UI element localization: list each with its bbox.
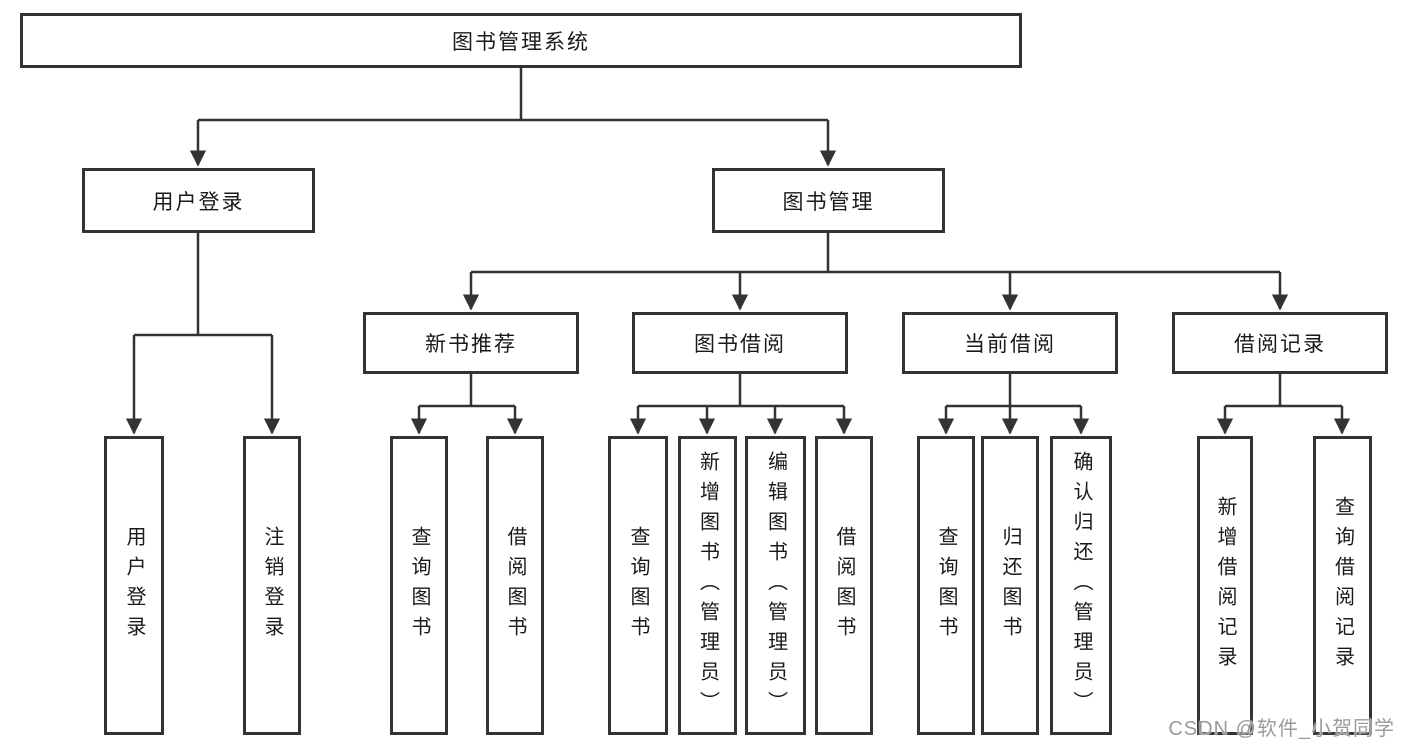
edge-new-books-bar xyxy=(419,374,515,408)
node-current-borrowing: 当前借阅 xyxy=(902,312,1118,374)
leaf-jl-add-borrow-record: 新增借阅记录 xyxy=(1197,436,1253,735)
leaf-ns-borrow-books: 借阅图书 xyxy=(486,436,544,735)
leaf-jy-query-books: 查询图书 xyxy=(608,436,668,735)
leaf-user-login: 用户登录 xyxy=(104,436,164,735)
leaf-label: 查询借阅记录 xyxy=(1331,495,1354,676)
leaf-dq-query-books: 查询图书 xyxy=(917,436,975,735)
csdn-watermark: CSDN @软件_小贺同学 xyxy=(1168,718,1395,740)
leaf-label: 编辑图书（管理员） xyxy=(764,450,787,721)
edge-current-borrow-bar xyxy=(946,374,1081,408)
leaf-jy-edit-books-admin: 编辑图书（管理员） xyxy=(745,436,806,735)
leaf-label: 查询图书 xyxy=(408,525,430,646)
edge-borrow-records-bar xyxy=(1225,374,1342,408)
leaf-jy-add-books-admin: 新增图书（管理员） xyxy=(678,436,737,735)
node-borrowing-records: 借阅记录 xyxy=(1172,312,1388,374)
leaf-label: 新增图书（管理员） xyxy=(696,450,719,721)
leaf-jy-borrow-books: 借阅图书 xyxy=(815,436,873,735)
node-new-book-recommend: 新书推荐 xyxy=(363,312,579,374)
leaf-label: 新增借阅记录 xyxy=(1214,495,1236,676)
node-root-system: 图书管理系统 xyxy=(20,13,1022,68)
leaf-label: 查询图书 xyxy=(935,525,957,646)
leaf-label: 确认归还（管理员） xyxy=(1070,450,1092,721)
leaf-logout: 注销登录 xyxy=(243,436,301,735)
leaf-label: 查询图书 xyxy=(627,525,649,646)
node-book-borrowing: 图书借阅 xyxy=(632,312,848,374)
edge-user-login-bar xyxy=(134,233,272,337)
node-book-management: 图书管理 xyxy=(712,168,945,233)
leaf-label: 用户登录 xyxy=(123,525,145,646)
leaf-jl-query-borrow-record: 查询借阅记录 xyxy=(1313,436,1372,735)
leaf-label: 借阅图书 xyxy=(833,525,855,646)
leaf-label: 借阅图书 xyxy=(504,525,526,646)
edge-root-bar xyxy=(198,68,828,122)
leaf-label: 归还图书 xyxy=(999,525,1021,646)
leaf-ns-query-books: 查询图书 xyxy=(390,436,448,735)
edge-book-management-bar xyxy=(471,233,1280,274)
leaf-label: 注销登录 xyxy=(261,525,283,646)
leaf-dq-return-books: 归还图书 xyxy=(981,436,1039,735)
leaf-dq-confirm-return-admin: 确认归还（管理员） xyxy=(1050,436,1112,735)
node-user-login: 用户登录 xyxy=(82,168,315,233)
edge-book-borrow-bar xyxy=(638,374,844,408)
